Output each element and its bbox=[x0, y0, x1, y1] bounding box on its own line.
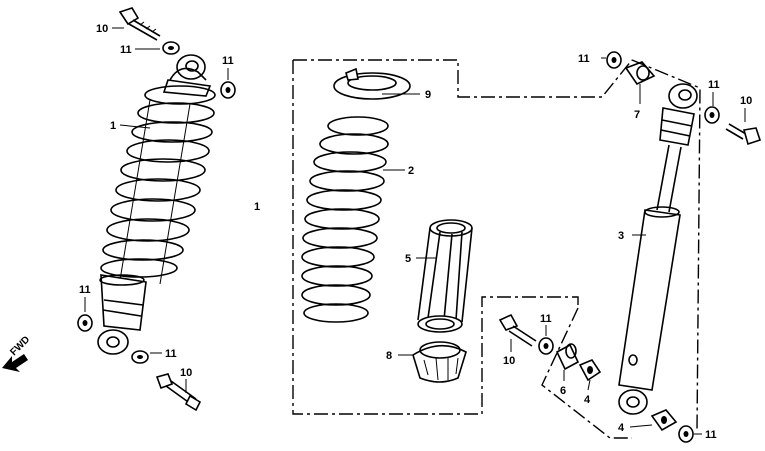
washer-left-mid bbox=[77, 314, 93, 332]
spring-seat bbox=[333, 67, 411, 100]
right-damper bbox=[618, 83, 698, 415]
bump-stopper bbox=[412, 341, 467, 383]
washer-top-left-b bbox=[220, 81, 236, 99]
svg-text:FWD: FWD bbox=[8, 334, 32, 358]
callout-11-bottom-right: 11 bbox=[705, 429, 717, 441]
callout-7: 7 bbox=[634, 109, 640, 121]
collar bbox=[555, 343, 580, 371]
callout-11-top-left-b: 11 bbox=[222, 55, 234, 67]
callout-2: 2 bbox=[408, 165, 414, 177]
fwd-direction-marker: FWD bbox=[2, 334, 32, 372]
bushing-top-right bbox=[624, 61, 656, 86]
group-outline-bottom bbox=[541, 307, 632, 439]
washer-left-bottom bbox=[131, 350, 149, 364]
spring-guide-collar bbox=[417, 219, 473, 333]
left-spring bbox=[100, 85, 216, 278]
washer-center bbox=[538, 337, 554, 355]
callout-4-bottom: 4 bbox=[618, 422, 625, 434]
callout-6: 6 bbox=[560, 385, 566, 397]
bottom-eye bbox=[97, 329, 129, 355]
bolt-bottom-left bbox=[155, 373, 202, 412]
bolt-center bbox=[498, 313, 537, 347]
callout-11-top-right-b: 11 bbox=[708, 79, 720, 91]
callout-10-top-left: 10 bbox=[96, 23, 108, 35]
washer-top-right-a bbox=[606, 51, 622, 69]
bolt-top-left bbox=[118, 7, 161, 41]
callout-1-group: 1 bbox=[254, 201, 260, 213]
callout-4-center: 4 bbox=[584, 394, 591, 406]
callout-11-left-mid: 11 bbox=[79, 284, 91, 296]
callout-10-right: 10 bbox=[740, 95, 752, 107]
callout-10-bottom-left: 10 bbox=[180, 367, 192, 379]
bolt-right bbox=[725, 123, 762, 146]
callout-1-spring-assembly: 1 bbox=[110, 120, 116, 132]
callout-10-center: 10 bbox=[503, 355, 515, 367]
washer-top-left bbox=[162, 41, 180, 55]
callout-11-center: 11 bbox=[540, 313, 552, 325]
callout-11-top-right-a: 11 bbox=[578, 53, 590, 65]
leader-lines bbox=[84, 27, 746, 435]
washer-top-right-b bbox=[704, 106, 720, 124]
nut-center bbox=[578, 359, 602, 382]
center-spring bbox=[301, 116, 389, 323]
callout-labels: 10 11 11 1 11 11 10 1 9 2 5 8 10 11 6 4 … bbox=[79, 23, 752, 441]
group-outline-right bbox=[631, 59, 701, 431]
callout-11-left-bottom: 11 bbox=[165, 348, 177, 360]
left-shock-assembly bbox=[97, 54, 216, 355]
callout-3: 3 bbox=[618, 230, 624, 242]
group-outline-top bbox=[293, 59, 633, 98]
callout-11-top-left: 11 bbox=[120, 44, 132, 56]
nut-bottom-right bbox=[650, 409, 678, 432]
washer-bottom-right bbox=[678, 425, 694, 443]
group-outline-left bbox=[292, 60, 579, 415]
callout-9: 9 bbox=[425, 89, 431, 101]
callout-8: 8 bbox=[386, 350, 392, 362]
callout-5: 5 bbox=[405, 253, 411, 265]
